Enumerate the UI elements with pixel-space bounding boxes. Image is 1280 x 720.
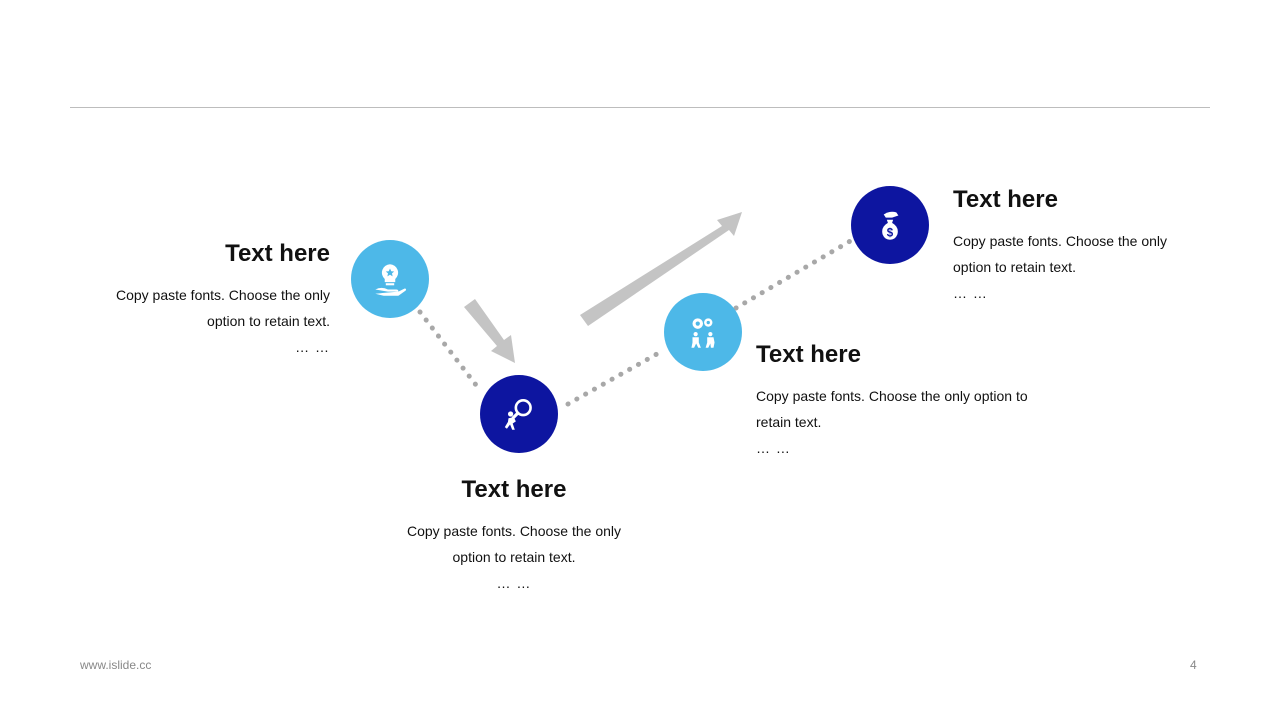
header-divider <box>70 107 1210 108</box>
arrow-down-right <box>464 299 515 363</box>
dotted-connector-3-4 <box>733 237 855 311</box>
step-4-title: Text here <box>953 186 1058 213</box>
step-1-title: Text here <box>225 240 330 267</box>
step-4-description: Copy paste fonts. Choose the only option… <box>953 233 1168 275</box>
gears-people-icon <box>691 318 715 348</box>
lightbulb-hand-icon <box>375 264 407 296</box>
page-number: 4 <box>1190 658 1197 672</box>
step-3-circle <box>664 293 742 371</box>
magnifier-person-icon <box>504 399 532 430</box>
footer-website: www.islide.cc <box>80 658 152 672</box>
step-4-ellipsis: … … <box>953 285 988 301</box>
step-3-title: Text here <box>756 341 861 368</box>
step-1-ellipsis: … … <box>295 339 330 355</box>
step-3-description: Copy paste fonts. Choose the only option… <box>756 388 1028 430</box>
arrow-up-right <box>580 212 742 326</box>
step-3-text-block: Text here Copy paste fonts. Choose the o… <box>756 341 1056 461</box>
step-2-title: Text here <box>461 476 567 503</box>
step-1-description: Copy paste fonts. Choose the only option… <box>115 287 330 329</box>
dotted-connector-2-3 <box>565 347 667 407</box>
step-2-ellipsis: … … <box>496 575 532 591</box>
dotted-connector-1-2 <box>417 309 479 388</box>
money-bag-hand-icon: $ <box>882 211 899 240</box>
step-2-circle <box>480 375 558 453</box>
step-4-circle: $ <box>851 186 929 264</box>
step-2-text-block: Text here Copy paste fonts. Choose the o… <box>394 476 634 596</box>
step-3-ellipsis: … … <box>756 440 791 456</box>
step-1-text-block: Text here Copy paste fonts. Choose the o… <box>90 240 330 360</box>
step-2-description: Copy paste fonts. Choose the only option… <box>406 523 622 565</box>
step-4-text-block: Text here Copy paste fonts. Choose the o… <box>953 186 1193 306</box>
svg-text:$: $ <box>887 228 894 240</box>
step-1-circle <box>351 240 429 318</box>
